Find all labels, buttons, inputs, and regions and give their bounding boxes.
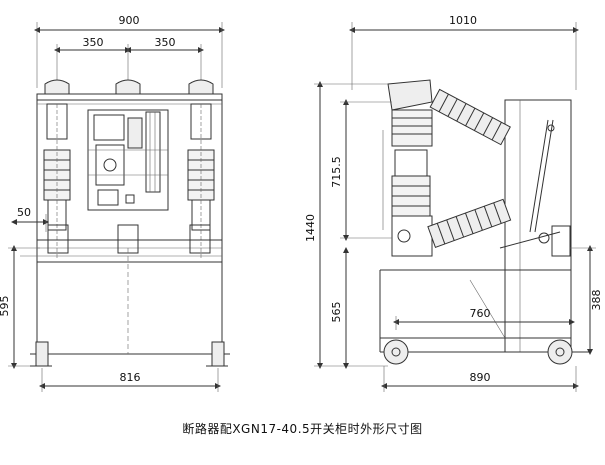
breaker-body	[382, 79, 433, 257]
side-width-dimension	[349, 22, 579, 90]
side-total-height-dimension	[314, 81, 388, 369]
side-lower-height-label: 565	[330, 302, 343, 323]
front-offset-dimension	[11, 214, 49, 232]
front-pitch-dimension	[54, 44, 204, 82]
lower-contacts	[20, 224, 222, 354]
front-view	[8, 22, 230, 392]
side-right-height-dimension	[570, 245, 596, 355]
side-base-dimension	[381, 366, 579, 392]
operating-mechanism	[87, 109, 169, 211]
drawing-caption: 断路器配XGN17-40.5开关柜时外形尺寸图	[182, 422, 423, 436]
front-width-label: 900	[119, 14, 140, 27]
side-right-height-label: 388	[590, 290, 603, 311]
front-base-label: 816	[120, 371, 141, 384]
front-width-dimension	[34, 22, 225, 88]
side-upper-height-dimension	[340, 99, 392, 241]
top-contacts	[37, 79, 222, 105]
side-depth-label: 760	[470, 307, 491, 320]
side-base-label: 890	[470, 371, 491, 384]
upper-insulator	[429, 88, 511, 146]
front-offset-label: 50	[17, 206, 31, 219]
side-upper-height-label: 715.5	[330, 156, 343, 188]
front-wheels	[30, 341, 228, 367]
front-base-dimension	[39, 368, 221, 392]
front-pitch-left-label: 350	[83, 36, 104, 49]
front-pitch-right-label: 350	[155, 36, 176, 49]
front-height-label: 595	[0, 296, 11, 317]
pole-left	[43, 103, 71, 260]
front-height-dimension	[8, 245, 40, 369]
operating-linkage	[499, 119, 571, 257]
side-total-height-label: 1440	[304, 214, 317, 242]
side-view	[314, 22, 596, 392]
side-depth-dimension	[393, 316, 575, 330]
side-wheels	[383, 339, 573, 365]
lower-insulator	[427, 198, 512, 249]
side-width-label: 1010	[449, 14, 477, 27]
pole-right	[187, 103, 215, 260]
